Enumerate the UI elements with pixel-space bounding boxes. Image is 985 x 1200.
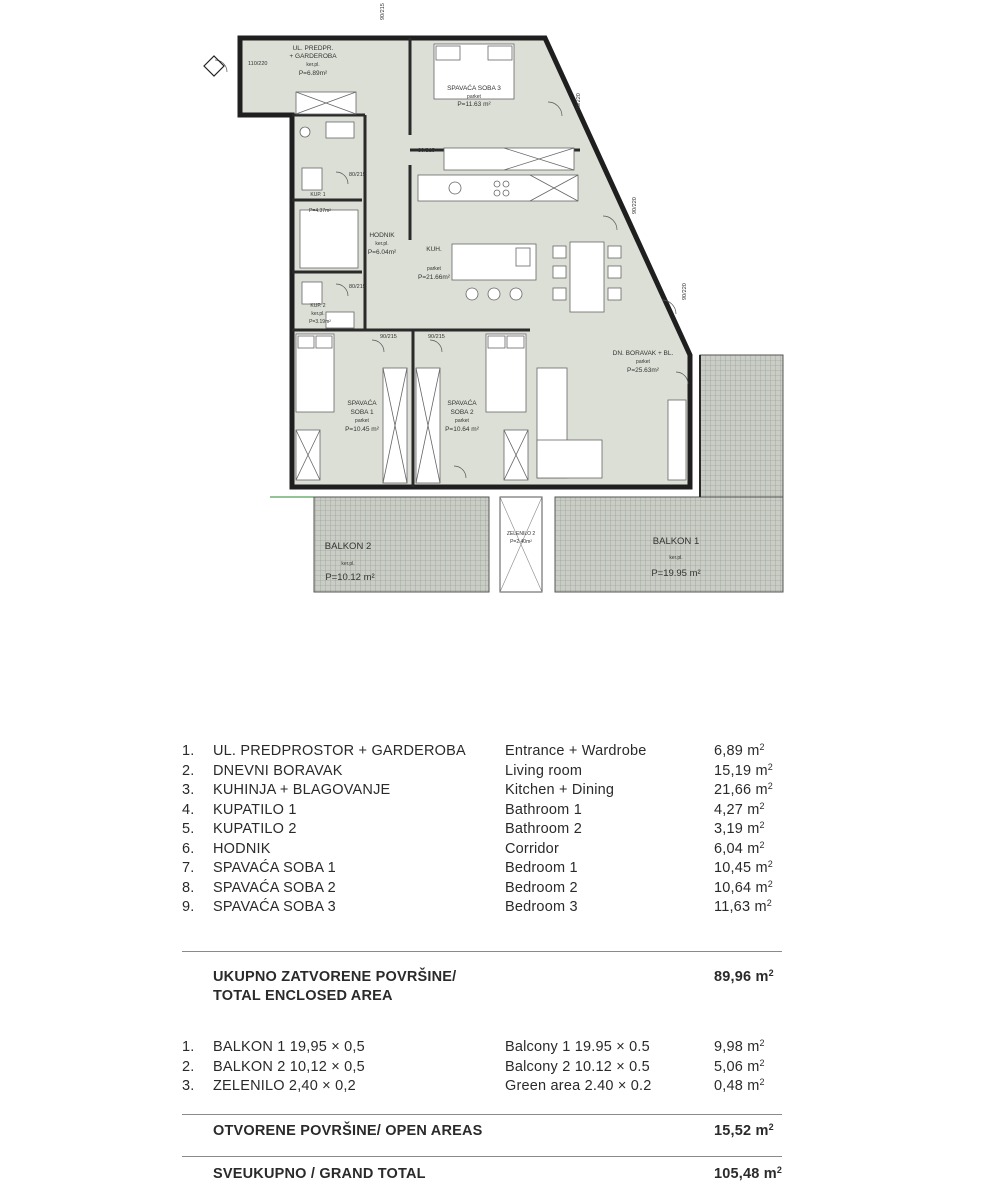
svg-text:80/215: 80/215: [418, 148, 435, 154]
room-row: 7. SPAVAĆA SOBA 1 Bedroom 1 10,45 m2: [182, 859, 774, 877]
svg-text:P=21.66m²: P=21.66m²: [418, 274, 451, 281]
green-area-name: ZELENILO 2: [507, 531, 536, 537]
room-row: 1. UL. PREDPROSTOR + GARDEROBA Entrance …: [182, 742, 765, 760]
svg-text:parket: parket: [467, 94, 482, 100]
svg-text:DN. BORAVAK + BL.: DN. BORAVAK + BL.: [613, 350, 674, 357]
balcony-1-floor: ker.pl.: [669, 555, 682, 561]
svg-text:HODNIK: HODNIK: [369, 232, 395, 239]
room-entrance: UL. PREDPR. + GARDEROBA ker.pl. P=6.89m²: [289, 45, 337, 77]
svg-text:ker.pl.: ker.pl.: [306, 62, 319, 68]
door-labels: 110/220 90/215 80/215 80/215 80/215 90/2…: [248, 3, 688, 340]
room-row: 3. KUHINJA + BLAGOVANJE Kitchen + Dining…: [182, 781, 774, 799]
svg-text:90/215: 90/215: [380, 3, 386, 20]
svg-text:80/215: 80/215: [349, 284, 366, 290]
room-bedroom-3: SPAVAĆA SOBA 3 parket P=11.63 m²: [447, 83, 501, 108]
furniture: [295, 43, 687, 484]
svg-text:P=10.45 m²: P=10.45 m²: [345, 426, 380, 433]
enclosed-total-label: UKUPNO ZATVORENE POVRŠINE/: [213, 969, 457, 985]
room-row: 9. SPAVAĆA SOBA 3 Bedroom 3 11,63 m2: [182, 898, 772, 916]
svg-text:SOBA 1: SOBA 1: [350, 409, 374, 416]
svg-text:P=11.63 m²: P=11.63 m²: [457, 101, 491, 108]
svg-text:P=6.04m²: P=6.04m²: [368, 249, 397, 256]
svg-text:KUP. 1: KUP. 1: [310, 192, 325, 198]
door-swings: [214, 59, 689, 479]
svg-text:parket: parket: [455, 418, 470, 424]
svg-text:P=10.64 m²: P=10.64 m²: [445, 426, 480, 433]
open-total-area: 15,52 m2: [714, 1122, 774, 1140]
svg-text:UL. PREDPR.: UL. PREDPR.: [293, 45, 334, 52]
balcony-2-area: P=10.12 m²: [325, 572, 374, 583]
room-row: 2. DNEVNI BORAVAK Living room 15,19 m2: [182, 761, 774, 779]
room-row: 4. KUPATILO 1 Bathroom 1 4,27 m2: [182, 800, 765, 818]
balcony-2-floor: ker.pl.: [341, 561, 354, 567]
svg-text:80/215: 80/215: [349, 172, 366, 178]
balcony-2-name: BALKON 2: [325, 541, 371, 552]
open-area-list: 1. BALKON 1 19,95 × 0,5 Balcony 1 19.95 …: [182, 1038, 782, 1097]
green-area-area: P=2.40m²: [510, 539, 532, 545]
svg-text:90/215: 90/215: [380, 334, 397, 340]
svg-text:SPAVAĆA SOBA 3: SPAVAĆA SOBA 3: [447, 83, 501, 92]
open-area-row: 2. BALKON 2 10,12 × 0,5 Balcony 2 10.12 …: [182, 1057, 765, 1075]
svg-text:90/215: 90/215: [428, 334, 445, 340]
grand-total-label: SVEUKUPNO / GRAND TOTAL: [213, 1166, 426, 1182]
open-area-row: 1. BALKON 1 19,95 × 0,5 Balcony 1 19.95 …: [182, 1038, 765, 1056]
open-total-label: OTVORENE POVRŠINE/ OPEN AREAS: [213, 1123, 483, 1139]
svg-text:P=6.89m²: P=6.89m²: [299, 70, 328, 77]
room-bedroom-2: SPAVAĆA SOBA 2 parket P=10.64 m²: [445, 398, 480, 433]
balcony-1-name: BALKON 1: [653, 536, 699, 547]
svg-text:KUH.: KUH.: [426, 246, 442, 253]
enclosed-total-area: 89,96 m2: [714, 968, 774, 986]
divider: [182, 1114, 782, 1115]
green-area: ZELENILO 2 P=2.40m²: [499, 496, 543, 593]
room-row: 6. HODNIK Corridor 6,04 m2: [182, 839, 765, 857]
open-area-row: 3. ZELENILO 2,40 × 0,2 Green area 2.40 ×…: [182, 1077, 765, 1095]
svg-text:parket: parket: [355, 418, 370, 424]
area-table: 1. UL. PREDPROSTOR + GARDEROBA Entrance …: [182, 742, 782, 1182]
room-bedroom-1: SPAVAĆA SOBA 1 parket P=10.45 m²: [345, 398, 380, 433]
enclosed-total-label-en: TOTAL ENCLOSED AREA: [213, 988, 393, 1004]
svg-text:P=4.37m²: P=4.37m²: [309, 208, 331, 214]
svg-text:parket: parket: [427, 266, 442, 272]
svg-text:90/220: 90/220: [682, 283, 688, 300]
svg-text:ker.pl.: ker.pl.: [311, 311, 324, 317]
room-row: 8. SPAVAĆA SOBA 2 Bedroom 2 10,64 m2: [182, 878, 774, 896]
svg-text:SPAVAĆA: SPAVAĆA: [347, 398, 377, 407]
svg-text:P=25.63m²: P=25.63m²: [627, 367, 660, 374]
svg-text:SPAVAĆA: SPAVAĆA: [447, 398, 477, 407]
svg-text:ker.pl.: ker.pl.: [375, 241, 388, 247]
room-kitchen: KUH. parket P=21.66m²: [418, 246, 451, 281]
svg-text:+ GARDEROBA: + GARDEROBA: [289, 53, 337, 60]
room-row: 5. KUPATILO 2 Bathroom 2 3,19 m2: [182, 820, 765, 838]
room-bath-2: KUP. 2 ker.pl. P=3.19m²: [309, 303, 331, 325]
svg-text:KUP. 2: KUP. 2: [310, 303, 325, 309]
grand-total-area: 105,48 m2: [714, 1165, 783, 1183]
divider: [182, 1156, 782, 1157]
svg-text:P=3.19m²: P=3.19m²: [309, 319, 331, 325]
entrance-door-icon: [203, 55, 225, 77]
svg-text:110/220: 110/220: [248, 61, 267, 67]
svg-text:90/220: 90/220: [632, 197, 638, 214]
svg-text:90/220: 90/220: [576, 93, 582, 110]
room-living: DN. BORAVAK + BL. parket P=25.63m²: [613, 350, 674, 374]
svg-text:SOBA 2: SOBA 2: [450, 409, 474, 416]
divider: [182, 951, 782, 952]
balcony-2: BALKON 2 ker.pl. P=10.12 m²: [313, 496, 490, 593]
room-corridor: HODNIK ker.pl. P=6.04m²: [368, 232, 397, 256]
svg-text:parket: parket: [636, 359, 651, 365]
room-list: 1. UL. PREDPROSTOR + GARDEROBA Entrance …: [182, 742, 782, 918]
outer-wall: [237, 35, 693, 490]
room-bath-1: KUP. 1 P=4.37m²: [309, 192, 331, 214]
floor-plan: BALKON 2 ker.pl. P=10.12 m² BALKON 1 ker…: [203, 3, 784, 593]
balcony-1-area: P=19.95 m²: [651, 568, 700, 579]
